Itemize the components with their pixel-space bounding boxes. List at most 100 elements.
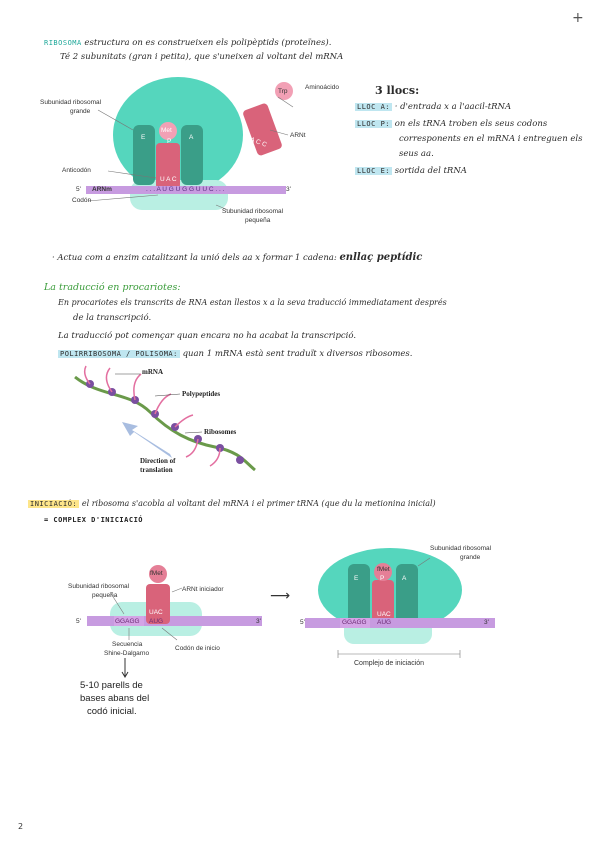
trp-amino-shape	[275, 82, 293, 100]
lloc-a-text: · d'entrada x a l'aacil-tRNA	[394, 102, 512, 112]
enzim-bold: enllaç peptídic	[339, 252, 423, 263]
fig3-uac-left: UAC	[149, 609, 163, 616]
fig1-uac: U A C	[160, 176, 177, 183]
site-a-shape	[181, 125, 203, 185]
ribosome-figure	[86, 77, 294, 211]
fig3-ggagg-left: GGAGG	[115, 618, 140, 625]
fig1-subunidad-pequena-label-2: pequeña	[245, 217, 271, 224]
iniciacio-line: INICIACIÓ: el ribosoma s'acobla al volta…	[28, 499, 436, 509]
fig2-direction-label-2: translation	[140, 466, 173, 474]
lloc-p-text-2: corresponents en el mRNA i entreguen els	[399, 134, 583, 144]
complex-iniciacio: = COMPLEX D'INICIACIÓ	[44, 516, 144, 524]
fig3-three-prime-left: 3'	[256, 618, 261, 625]
lloc-a-line: LLOC A: · d'entrada x a l'aacil-tRNA	[355, 102, 511, 112]
polisoma-line: POLIRRIBOSOMA / POLISOMA: quan 1 mRNA es…	[58, 349, 413, 359]
fig3-aug-left: AUG	[149, 618, 164, 625]
lloc-p-tag: LLOC P:	[355, 120, 393, 128]
fig3-subunidad-grande-2: grande	[460, 554, 481, 561]
fig1-arnm-label: ARNm	[92, 186, 112, 193]
lloc-e-tag: LLOC E:	[355, 167, 393, 175]
lloc-p-text-1: on els tRNA troben els seus codons	[394, 119, 548, 129]
polisoma-tag: POLIRRIBOSOMA / POLISOMA:	[58, 350, 180, 358]
lloc-a-tag: LLOC A:	[355, 103, 393, 111]
site-a-right-shape	[396, 564, 418, 626]
fig2-mrna-label: mRNA	[142, 368, 163, 376]
fig3-site-e-right: E	[354, 575, 359, 582]
fig3-codon-inicio: Codón de inicio	[175, 645, 220, 652]
fig1-subunidad-pequena-label-1: Subunidad ribosomal	[222, 208, 284, 215]
note-arrow-icon	[121, 658, 129, 678]
fig1-site-e: E	[141, 134, 146, 141]
enzim-line: · Actua com a enzim catalitzant la unió …	[52, 252, 422, 263]
mrna-left-strand	[87, 616, 262, 626]
trna-p-shape	[156, 143, 180, 189]
fig1-anticodon-label: Anticodón	[62, 167, 91, 174]
fig1-arnt-label: ARNt	[290, 132, 306, 139]
polisoma-text: quan 1 mRNA està sent traduït x diversos…	[182, 349, 413, 359]
procariotes-line-3: La traducció pot començar quan encara no…	[58, 331, 357, 341]
site-e-shape	[133, 125, 155, 185]
procariotes-heading: La traducció en procariotes:	[44, 282, 181, 293]
iniciacio-tag: INICIACIÓ:	[28, 500, 80, 508]
note-line-1: 5-10 parells de	[80, 680, 143, 691]
mrna-right-strand	[305, 618, 495, 628]
transition-arrow-icon: ⟶	[270, 588, 291, 604]
fig1-codon-label: Codón	[72, 197, 92, 204]
fig2-polypeptides-label: Polypeptides	[182, 390, 221, 398]
lloc-e-line: LLOC E: sortida del tRNA	[355, 166, 467, 176]
iniciacio-text: el ribosoma s'acobla al voltant del mRNA…	[81, 499, 436, 508]
fig1-sequence: . . . A U G U G G U U C . . .	[146, 186, 225, 193]
ribosoma-term: RIBOSOMA	[44, 39, 82, 47]
fig3-subunidad-pequena-2: pequeña	[92, 592, 118, 599]
fig1-trp: Trp	[278, 88, 288, 95]
fig1-subunidad-grande-label-2: grande	[70, 108, 91, 115]
fig3-three-prime-right: 3'	[484, 619, 489, 626]
fig3-five-prime-right: 5'	[300, 619, 305, 626]
site-e-right-shape	[348, 564, 370, 626]
polysome-figure	[74, 365, 256, 472]
note-line-3: codó inicial.	[87, 706, 137, 717]
procariotes-line-2: de la transcripció.	[73, 313, 152, 323]
fmet-right-shape	[374, 563, 392, 581]
fmet-left-shape	[149, 565, 167, 583]
fig1-site-p: P	[167, 138, 172, 145]
trna-a-shape	[243, 103, 282, 156]
fig1-met: Met	[161, 127, 172, 134]
fig3-five-prime-left: 5'	[76, 618, 81, 625]
enzim-text: · Actua com a enzim catalitzant la unió …	[52, 253, 337, 263]
fig1-five-prime: 5'	[76, 186, 81, 193]
mrna-strand	[86, 186, 286, 194]
direction-arrow-icon	[122, 422, 172, 458]
note-line-2: bases abans del	[80, 693, 150, 704]
initiation-right-figure	[305, 548, 495, 658]
ribosoma-subunits-line: Té 2 subunitats (gran i petita), que s'u…	[60, 52, 344, 62]
procariotes-line-1: En procariotes els transcrits de RNA est…	[58, 298, 447, 307]
fig3-site-p-right: P	[380, 575, 385, 582]
fig3-secuencia-1: Secuencia	[112, 641, 143, 648]
lloc-e-text: sortida del tRNA	[394, 166, 467, 176]
fig3-arnt-iniciador: ARNt iniciador	[182, 586, 224, 593]
trna-initiator-left-shape	[146, 584, 170, 624]
fig3-subunidad-grande-1: Subunidad ribosomal	[430, 545, 492, 552]
fig3-fmet-right: fMet	[377, 566, 390, 573]
fig3-uac-right: UAC	[377, 611, 391, 618]
fig3-site-a-right: A	[402, 575, 407, 582]
fig1-three-prime: 3'	[286, 186, 291, 193]
initiation-left-figure	[87, 565, 262, 641]
trna-initiator-right-shape	[372, 580, 394, 626]
add-page-icon[interactable]: +	[572, 10, 584, 26]
ribosoma-definition-line: RIBOSOMA estructura on es construeixen e…	[44, 38, 331, 48]
fig3-complejo-label: Complejo de iniciación	[354, 660, 425, 667]
lloc-p-text-3: seus aa.	[399, 149, 434, 159]
ggagg-box	[114, 616, 144, 626]
fig3-secuencia-2: Shine-Dalgarno	[104, 650, 150, 657]
fig3-aug-right: AUG	[377, 619, 392, 626]
fig2-direction-label-1: Direction of	[140, 457, 176, 465]
page-number: 2	[18, 822, 24, 831]
fig3-subunidad-pequena-1: Subunidad ribosomal	[68, 583, 130, 590]
fig1-subunidad-grande-label-1: Subunidad ribosomal	[40, 99, 102, 106]
fig1-aminoacido-label: Aminoácido	[305, 84, 339, 91]
llocs-title: 3 llocs:	[375, 84, 420, 97]
fig2-ribosomes-label: Ribosomes	[204, 428, 237, 436]
fig1-site-a: A	[189, 134, 194, 141]
